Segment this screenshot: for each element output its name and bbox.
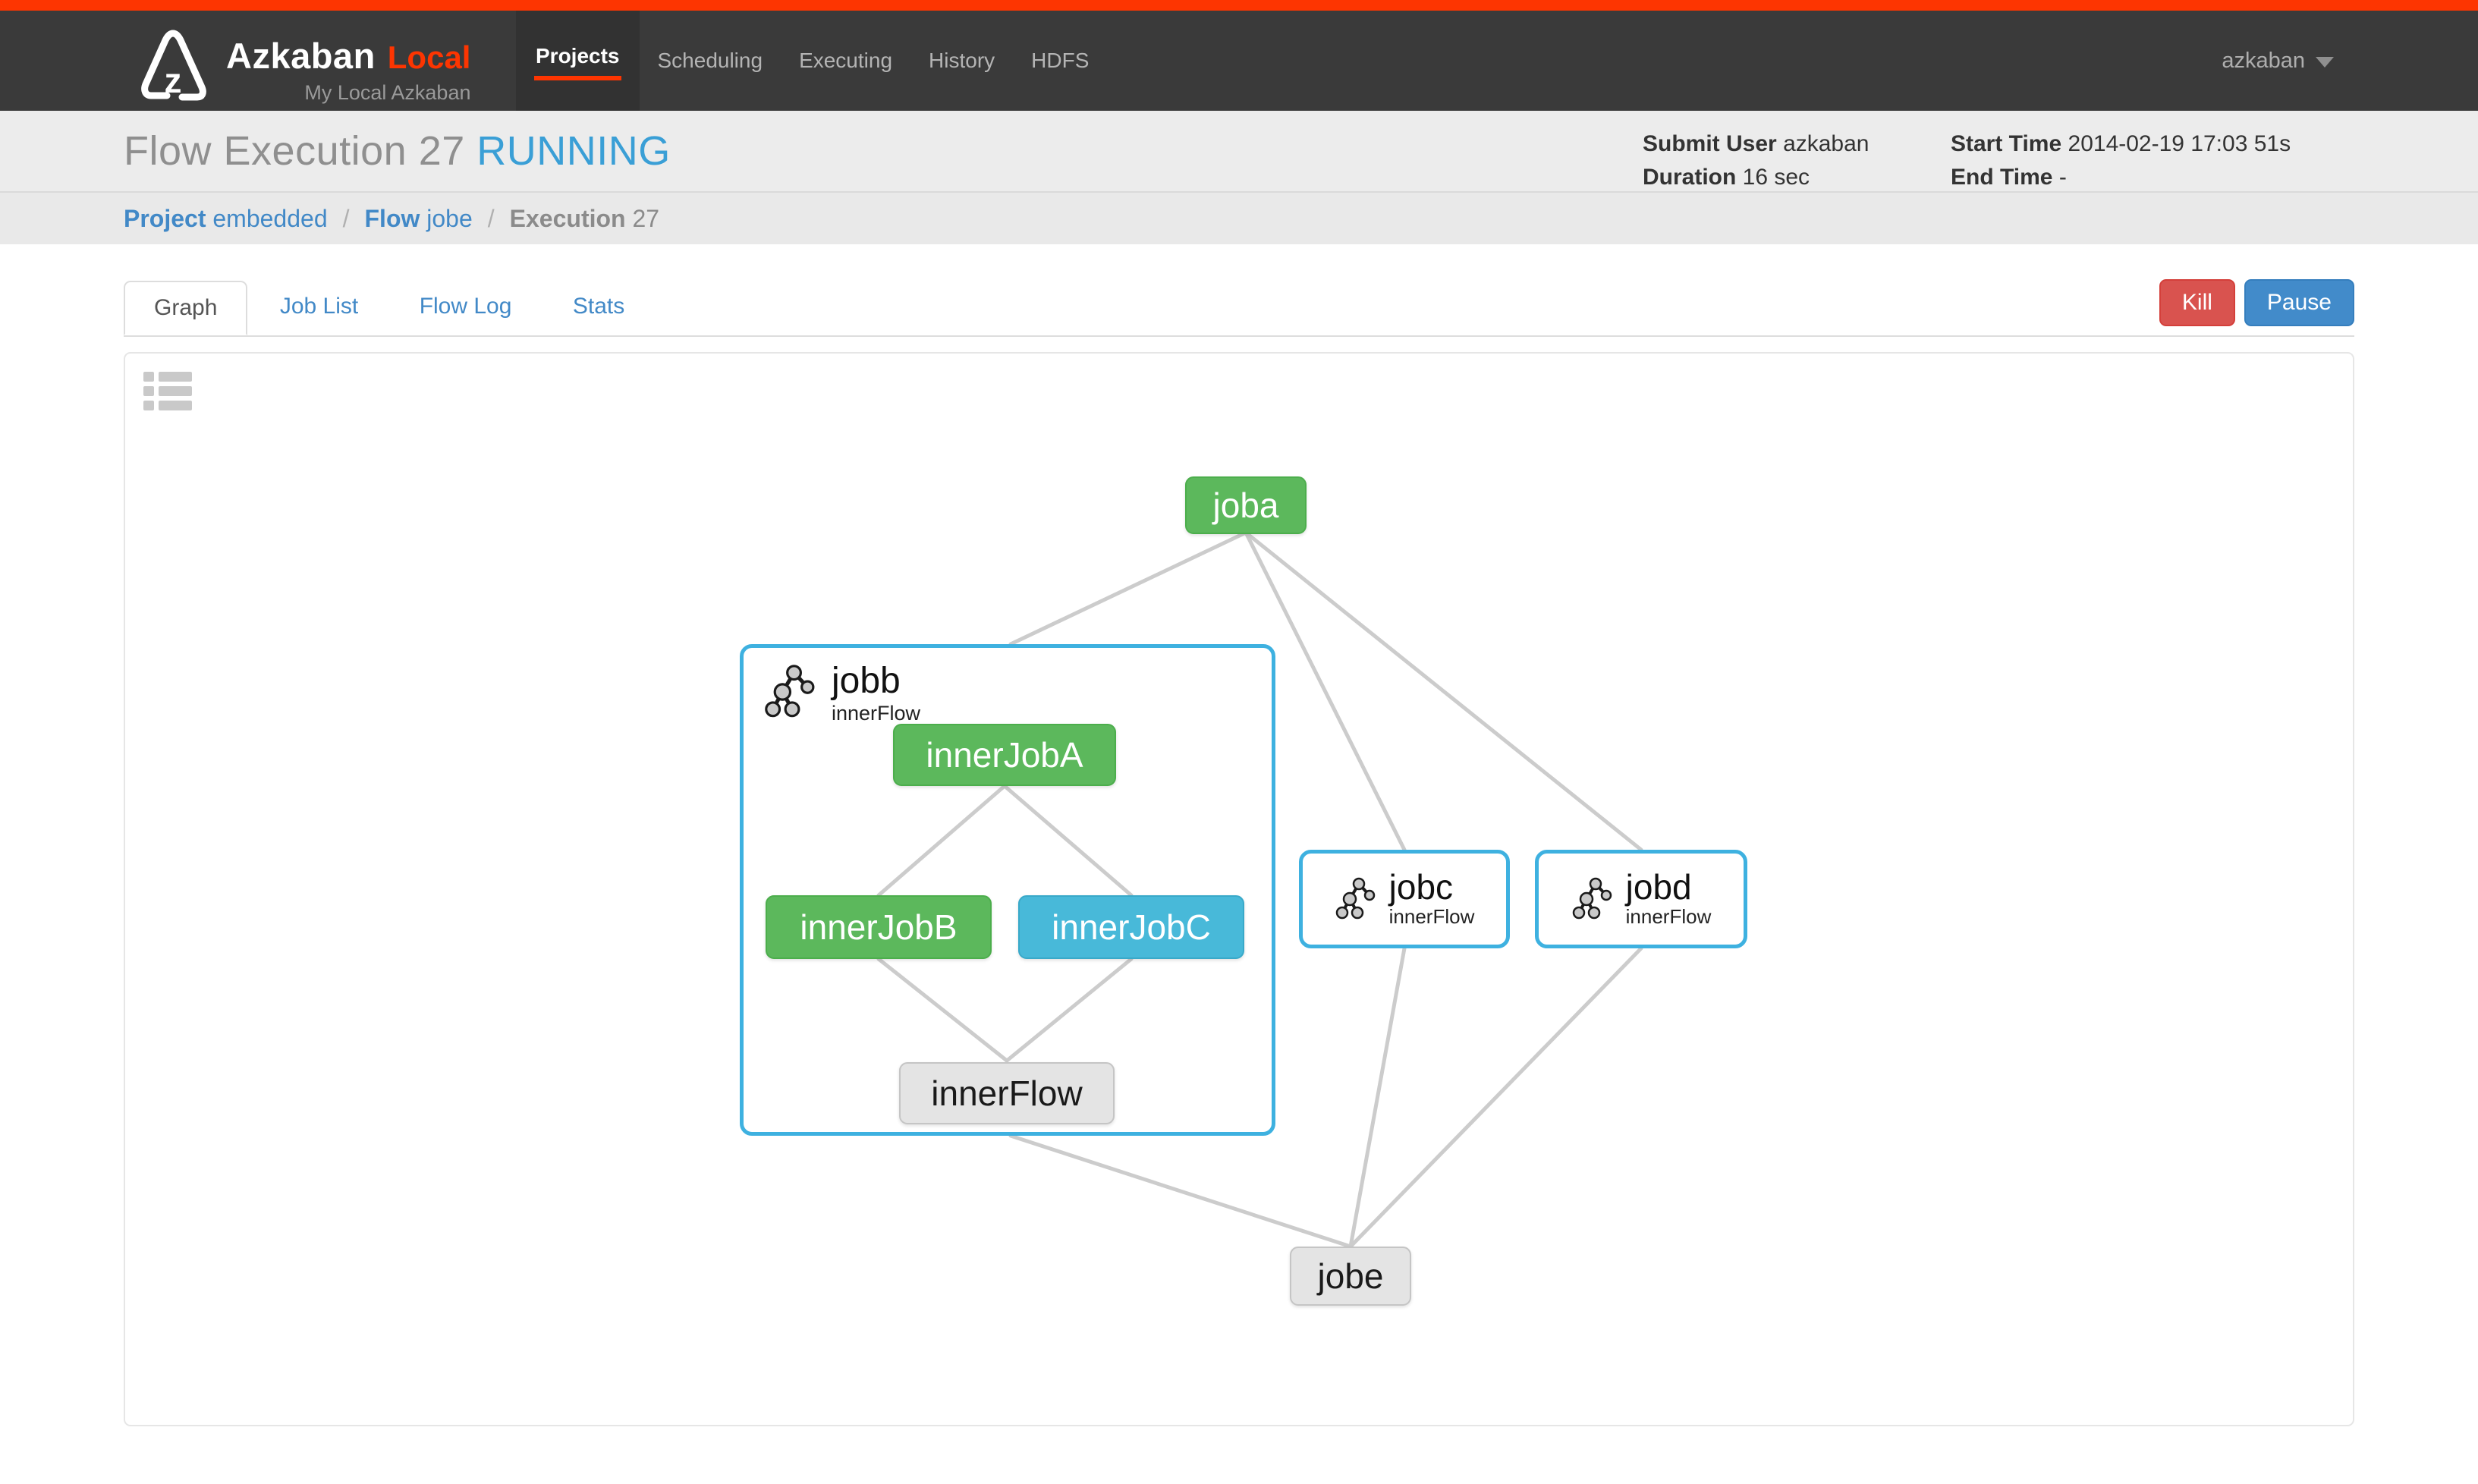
nav-item-executing[interactable]: Executing — [799, 49, 893, 72]
node-innerJobA[interactable]: innerJobA — [893, 724, 1116, 786]
meta-column-right: Start Time 2014-02-19 17:03 51s End Time… — [1951, 131, 2291, 190]
azkaban-logo-icon: z — [141, 30, 206, 101]
embedded-flow-box-jobc[interactable]: jobc innerFlow — [1299, 850, 1510, 948]
node-jobb-subtitle: innerFlow — [832, 701, 921, 725]
node-jobe[interactable]: jobe — [1290, 1247, 1411, 1306]
main-content: Graph Job List Flow Log Stats Kill Pause — [0, 244, 2478, 1426]
node-joba[interactable]: joba — [1185, 476, 1307, 534]
flow-graph-panel: jobb innerFlow joba innerJobA innerJobB … — [124, 352, 2354, 1426]
main-nav: Projects Scheduling Executing History HD… — [516, 11, 1107, 111]
node-innerJobC[interactable]: innerJobC — [1018, 895, 1244, 959]
breadcrumb-execution-current: Execution 27 — [509, 204, 660, 232]
graph-options-icon[interactable] — [143, 372, 192, 412]
flow-edges — [876, 530, 1643, 1249]
breadcrumb-separator: / — [487, 204, 495, 232]
node-innerJobB[interactable]: innerJobB — [766, 895, 992, 959]
user-name: azkaban — [2222, 48, 2305, 73]
tab-flow-log[interactable]: Flow Log — [419, 294, 512, 319]
flow-tree-icon — [1335, 877, 1375, 920]
navbar: z Azkaban Local My Local Azkaban Project… — [0, 11, 2478, 111]
node-jobb-label: jobb — [832, 661, 901, 701]
page-header: Flow Execution 27 RUNNING Submit User az… — [0, 111, 2478, 191]
submit-user-value: azkaban — [1783, 131, 1870, 156]
pause-button[interactable]: Pause — [2244, 279, 2354, 326]
node-innerFlow[interactable]: innerFlow — [899, 1062, 1115, 1124]
nav-item-projects[interactable]: Projects — [516, 11, 640, 111]
nav-item-hdfs[interactable]: HDFS — [1031, 49, 1090, 72]
embedded-flow-box-jobd[interactable]: jobd innerFlow — [1535, 850, 1747, 948]
start-time-value: 2014-02-19 17:03 51s — [2068, 131, 2291, 156]
breadcrumb-project-link[interactable]: Project embedded — [124, 204, 328, 232]
node-jobc-subtitle: innerFlow — [1388, 905, 1475, 929]
embedded-flow-box-jobb[interactable]: jobb innerFlow — [740, 644, 1275, 1136]
brand-name: Azkaban — [226, 36, 376, 76]
brand-subtitle: My Local Azkaban — [304, 81, 471, 104]
nav-item-history[interactable]: History — [929, 49, 995, 72]
breadcrumb-separator: / — [342, 204, 350, 232]
tab-stats[interactable]: Stats — [572, 294, 625, 319]
tab-graph[interactable]: Graph — [124, 281, 248, 335]
breadcrumb: Project embedded / Flow jobe / Execution… — [0, 191, 2478, 244]
tabs-bar: Graph Job List Flow Log Stats Kill Pause — [124, 279, 2354, 337]
brand-suffix: Local — [387, 39, 471, 75]
flow-tree-icon — [1572, 877, 1612, 920]
status-badge: RUNNING — [476, 128, 671, 174]
brand[interactable]: z Azkaban Local My Local Azkaban — [137, 17, 470, 106]
flow-tree-icon — [765, 665, 815, 718]
node-jobd-subtitle: innerFlow — [1625, 905, 1712, 929]
user-dropdown[interactable]: azkaban — [2222, 11, 2334, 111]
node-jobc-label: jobc — [1388, 866, 1454, 907]
tab-job-list[interactable]: Job List — [279, 294, 359, 319]
end-time-value: - — [2058, 165, 2067, 190]
nav-item-scheduling[interactable]: Scheduling — [657, 49, 763, 72]
meta-column-left: Submit User azkaban Duration 16 sec — [1643, 131, 1870, 190]
svg-text:z: z — [165, 61, 182, 100]
chevron-down-icon — [2316, 57, 2334, 68]
accent-bar — [0, 0, 2478, 11]
execution-number: 27 — [418, 128, 465, 174]
node-jobd-label: jobd — [1625, 866, 1692, 907]
duration-value: 16 sec — [1742, 165, 1810, 190]
kill-button[interactable]: Kill — [2159, 279, 2235, 326]
page-title: Flow Execution 27 RUNNING — [124, 128, 671, 174]
breadcrumb-flow-link[interactable]: Flow jobe — [364, 204, 473, 232]
